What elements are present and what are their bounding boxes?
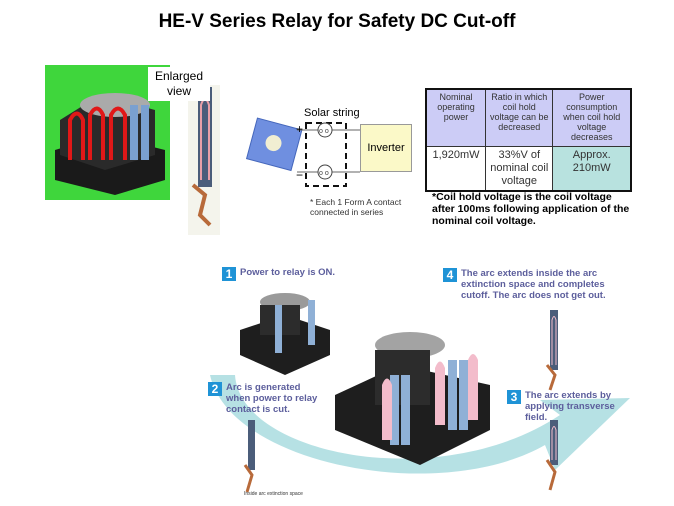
caption: Inside arc extinction space (244, 491, 303, 497)
step-3: 3 The arc extends by applying transverse… (507, 390, 637, 423)
slide-title: HE-V Series Relay for Safety DC Cut-off (158, 11, 516, 32)
circuit-diagram: o o o o (245, 117, 360, 187)
table-row: 1,920mW 33%V of nominal coil voltage App… (425, 145, 632, 191)
arc-process-diagram (210, 293, 630, 493)
minus-terminal: − (296, 168, 304, 182)
table-header-row: Nominal operating power Ratio in which c… (425, 88, 632, 147)
header-cell: Power consumption when coil hold voltage… (552, 88, 632, 147)
step-number-badge: 4 (443, 268, 457, 282)
step-text: The arc extends by applying transverse f… (525, 390, 615, 423)
value-cell: Approx. 210mW (552, 145, 632, 191)
value-cell: 33%V of nominal coil voltage (485, 145, 554, 191)
relay-small (240, 293, 330, 375)
plus-terminal: + (296, 122, 304, 136)
value-cell: 1,920mW (425, 145, 487, 191)
header-cell: Nominal operating power (425, 88, 487, 147)
step-1: 1 Power to relay is ON. (222, 267, 382, 281)
step-text: The arc extends inside the arc extinctio… (461, 268, 606, 301)
step-text: Power to relay is ON. (240, 267, 336, 278)
header-cell: Ratio in which coil hold voltage can be … (485, 88, 554, 147)
step-number-badge: 1 (222, 267, 236, 281)
arc-extinction-view-4 (545, 310, 558, 391)
footnote: *Coil hold voltage is the coil voltage a… (432, 191, 630, 227)
process-arrow (210, 375, 630, 474)
svg-text:o o: o o (319, 170, 329, 177)
arc-extinction-view-2 (243, 420, 255, 493)
relay-large (335, 332, 490, 465)
step-text: Arc is generated when power to relay con… (226, 382, 318, 415)
step-4: 4 The arc extends inside the arc extinct… (443, 268, 623, 301)
solar-string-label: Solar string (304, 107, 360, 119)
enlarged-view-label: Enlarged view (148, 67, 210, 101)
step-2: 2 Arc is generated when power to relay c… (208, 382, 323, 415)
step-number-badge: 3 (507, 390, 521, 404)
arc-extinction-view-3 (545, 420, 558, 491)
circuit-note: * Each 1 Form A contact connected in ser… (310, 197, 402, 217)
spec-table: Nominal operating power Ratio in which c… (425, 88, 632, 192)
inverter-box: Inverter (360, 124, 412, 172)
step-number-badge: 2 (208, 382, 222, 396)
svg-text:o o: o o (319, 128, 329, 135)
solar-panel-icon (245, 117, 303, 172)
